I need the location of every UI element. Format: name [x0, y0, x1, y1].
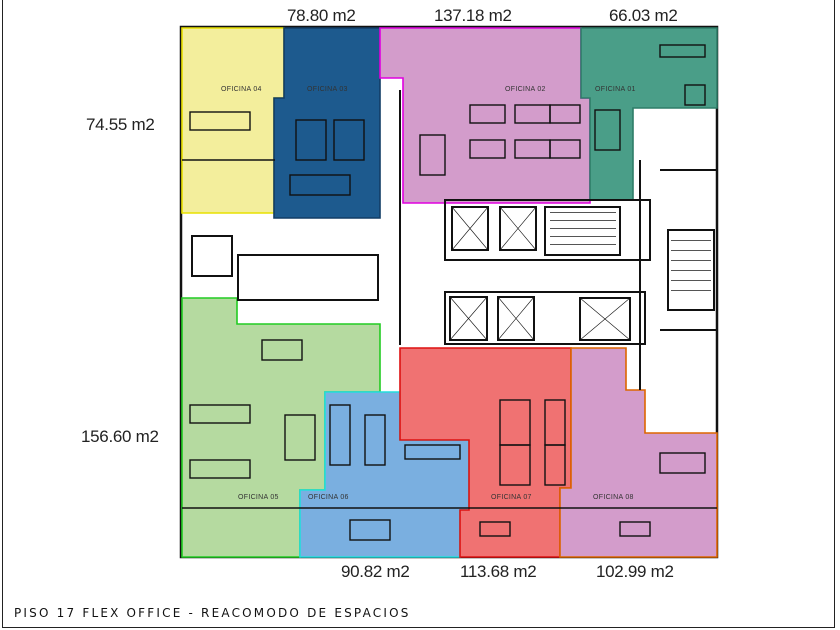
zone-oficina-08[interactable]	[559, 347, 718, 558]
label-oficina-08: OFICINA 08	[593, 494, 634, 501]
elevator	[449, 296, 488, 341]
area-oficina-06: 90.82 m2	[341, 562, 410, 581]
area-oficina-01: 66.03 m2	[609, 6, 678, 25]
stairs	[544, 206, 621, 256]
area-oficina-04: 74.55 m2	[86, 115, 155, 134]
label-oficina-02: OFICINA 02	[505, 86, 546, 93]
elevator	[499, 206, 537, 251]
area-oficina-07: 113.68 m2	[460, 562, 537, 581]
area-oficina-08: 102.99 m2	[596, 562, 674, 581]
label-oficina-05: OFICINA 05	[238, 494, 279, 501]
label-oficina-06: OFICINA 06	[308, 494, 349, 501]
label-oficina-01: OFICINA 01	[595, 86, 636, 93]
area-oficina-03: 78.80 m2	[287, 6, 356, 25]
emergency-stairs	[667, 229, 715, 311]
label-oficina-03: OFICINA 03	[307, 86, 348, 93]
elevator	[579, 297, 631, 341]
building-core	[191, 90, 717, 390]
zone-oficina-02[interactable]	[379, 27, 591, 204]
furniture	[182, 44, 717, 541]
area-oficina-02: 137.18 m2	[434, 6, 512, 25]
elevator	[451, 206, 489, 251]
area-oficina-05: 156.60 m2	[81, 427, 159, 446]
elevator	[497, 296, 535, 341]
lounge-area	[237, 254, 379, 301]
label-oficina-04: OFICINA 04	[221, 86, 262, 93]
stair-treads	[550, 212, 711, 291]
label-oficina-07: OFICINA 07	[491, 494, 532, 501]
drawing-title: PISO 17 FLEX OFFICE - REACOMODO DE ESPAC…	[14, 606, 411, 620]
zone-oficina-04[interactable]	[181, 27, 285, 214]
